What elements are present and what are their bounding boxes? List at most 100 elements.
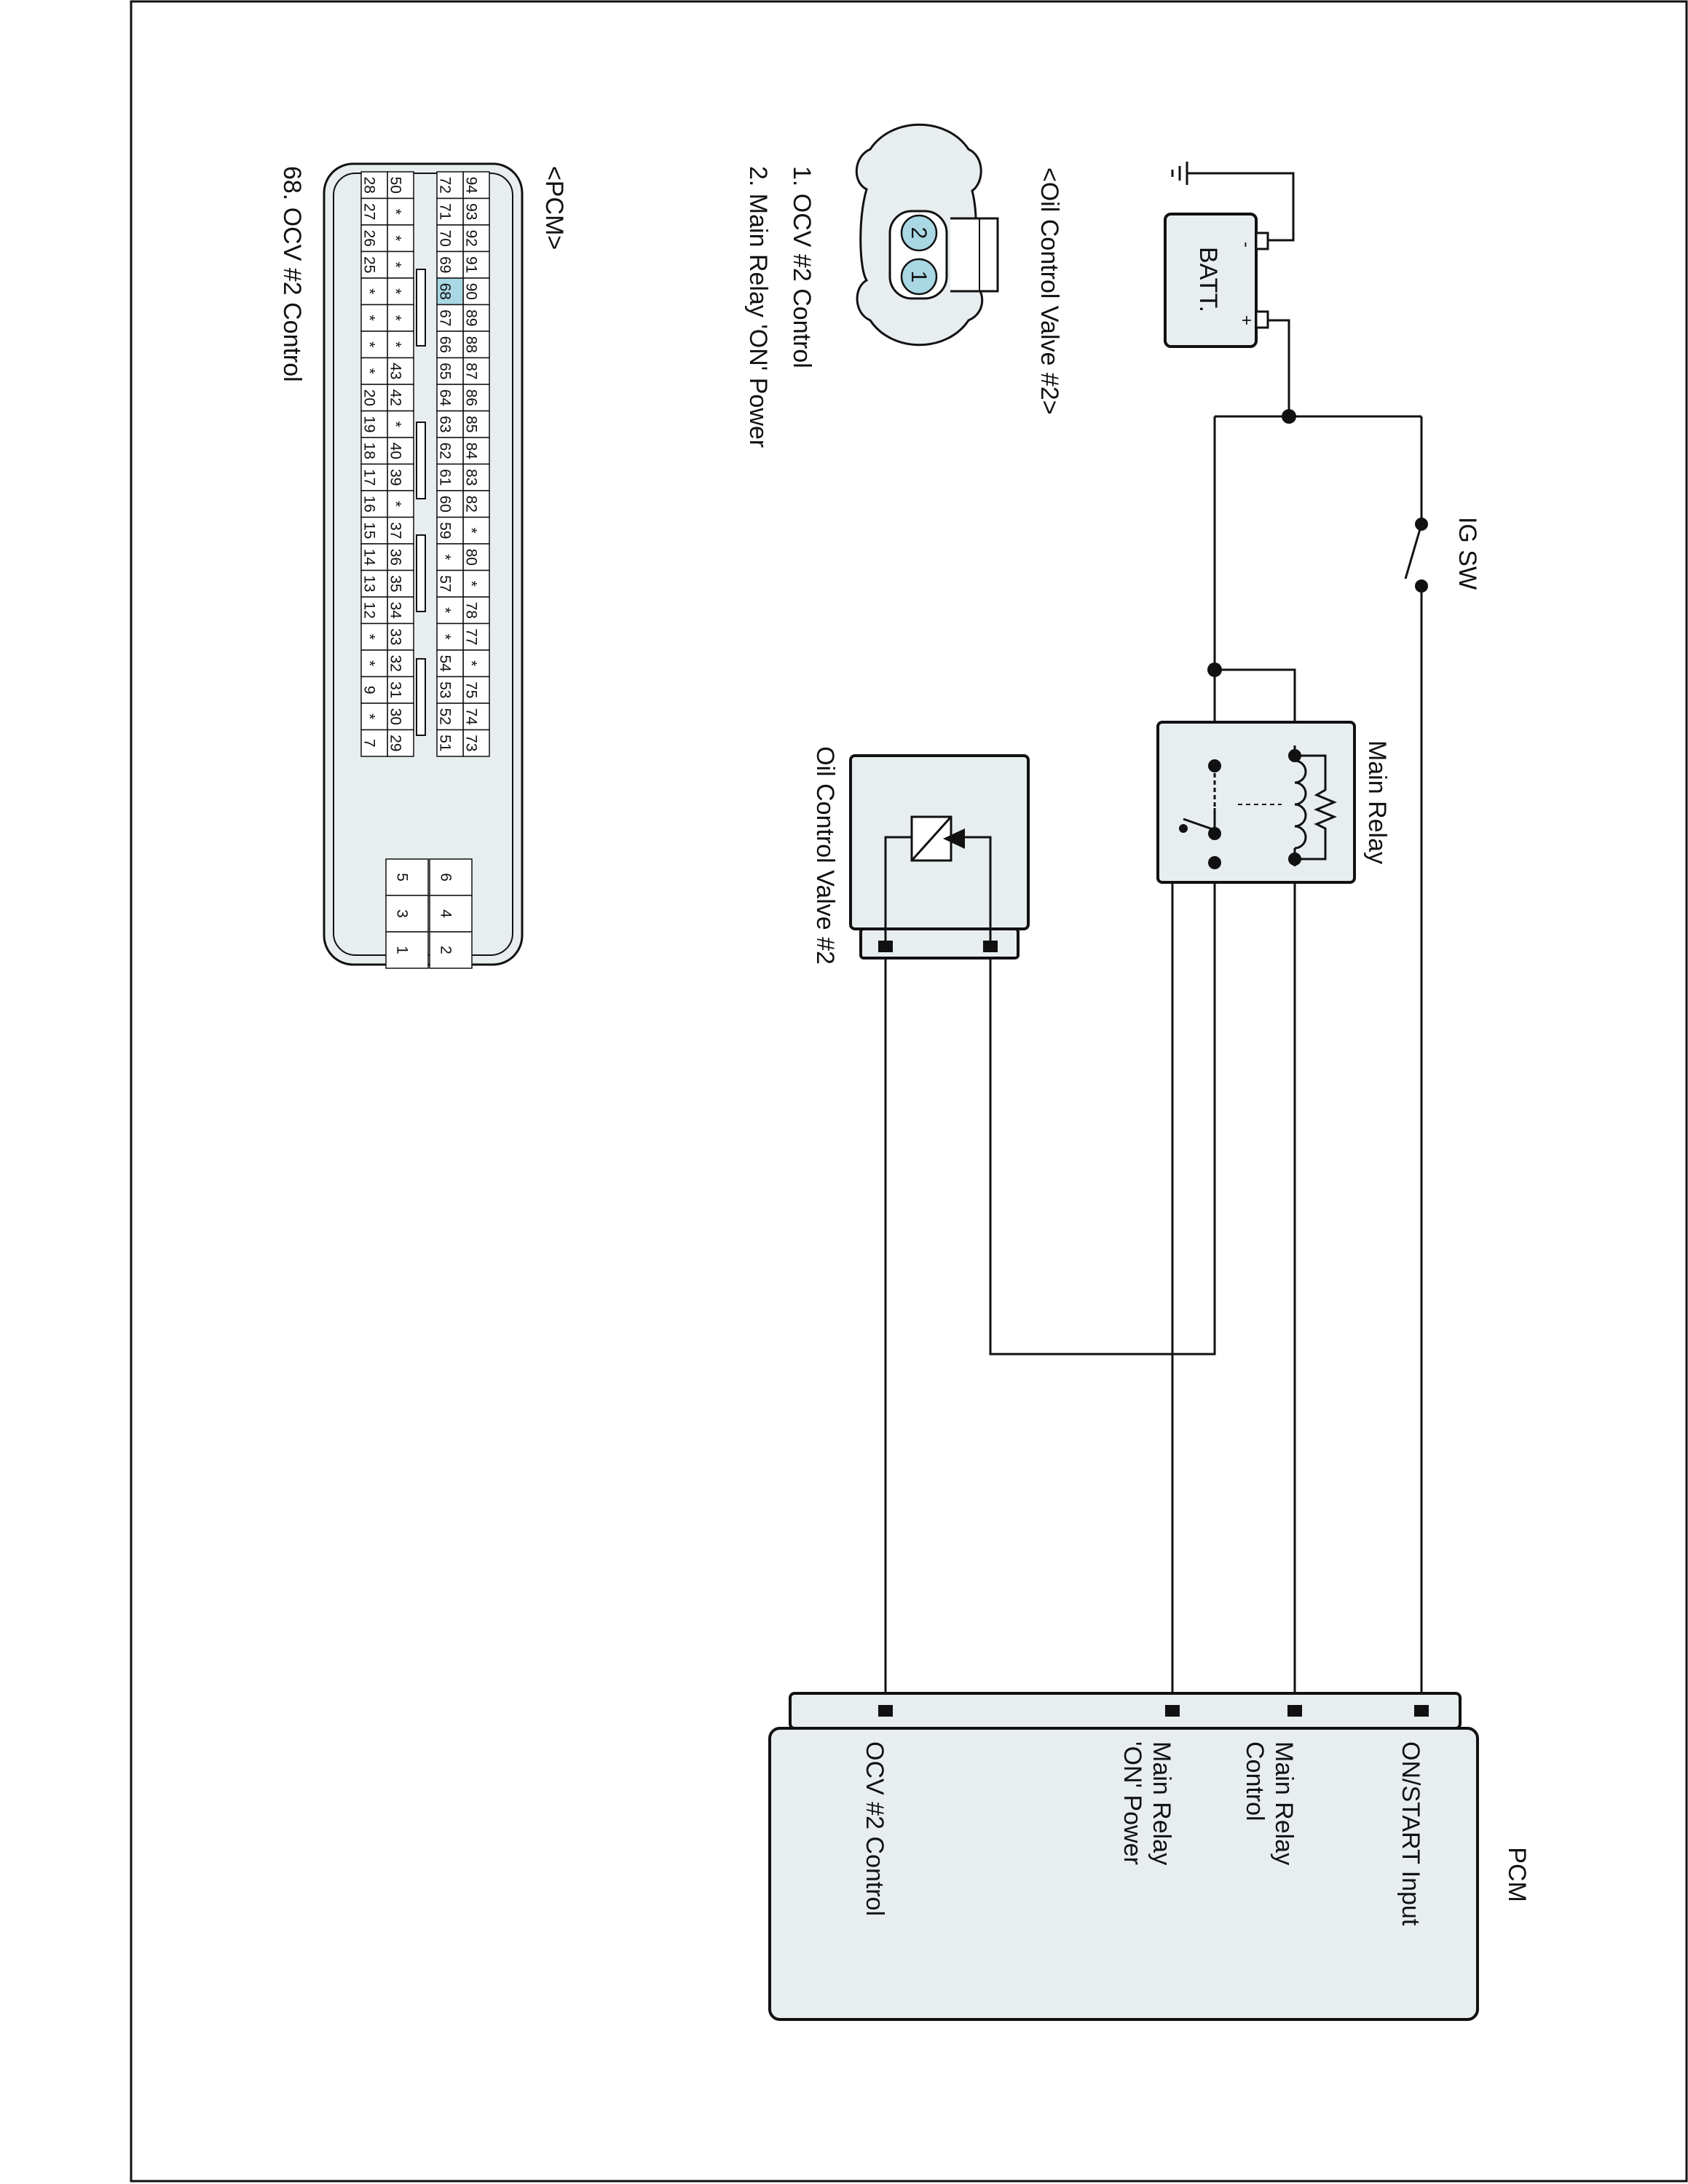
pcm-connector-cell <box>462 463 490 491</box>
battery-plus: + <box>1237 315 1256 325</box>
pcm-connector-cell <box>436 676 464 704</box>
pcm-connector-pin-number: * <box>463 528 480 534</box>
pcm-connector-cell <box>387 729 414 757</box>
pcm-connector-cell <box>462 622 490 651</box>
pcm-connector-cell <box>360 277 388 306</box>
pcm-connector-pin-number: 27 <box>361 203 378 220</box>
pcm-connector-pin-number: 51 <box>437 735 454 751</box>
pcm-connector-pin-number: 31 <box>387 681 404 698</box>
pcm-connector-pin-number: 65 <box>437 363 454 379</box>
pcm-connector-pin-number: 62 <box>437 443 454 459</box>
pcm-connector-pin-number: * <box>387 235 404 241</box>
pcm-connector-pin-number: 15 <box>361 522 378 539</box>
pcm-connector-pin-number: 14 <box>361 549 378 566</box>
pcm-connector-pin-number: 59 <box>437 522 454 539</box>
pcm-connector-cell <box>360 729 388 757</box>
pcm-connector-small-pin: 1 <box>394 946 411 954</box>
pcm-connector-pin-number: 80 <box>463 549 480 566</box>
pcm-connector-cell <box>360 250 388 279</box>
pcm-connector-pin-number: 70 <box>437 230 454 247</box>
wires <box>884 162 1423 1711</box>
battery: - + BATT. <box>1164 213 1269 348</box>
pcm-connector-cell <box>387 543 414 571</box>
pcm-connector-pin-number: 18 <box>361 443 378 459</box>
pcm-connector-pin-number: * <box>387 262 404 268</box>
pcm-connector-view: <PCM> 94939291908988878685848382*80*7877… <box>278 162 568 969</box>
pcm-connector-pin-number: * <box>361 634 378 640</box>
pcm-connector-pin-number: 66 <box>437 336 454 353</box>
pcm-connector-cell <box>387 649 414 678</box>
pcm-connector-pin-number: 72 <box>437 177 454 194</box>
pcm-connector-pin-number: 40 <box>387 443 404 459</box>
pcm-connector-cell <box>360 437 388 465</box>
pcm-connector-cell <box>436 543 464 571</box>
pcm-connector-cell <box>462 543 490 571</box>
pcm-connector-pin-number: 71 <box>437 203 454 220</box>
pcm-connector-pin-number: 91 <box>463 256 480 273</box>
pcm-connector-cell <box>462 224 490 253</box>
ig-switch-label: IG SW <box>1454 517 1481 590</box>
pcm-connector-pin-number: 53 <box>437 681 454 698</box>
pcm-connector-pin-number: * <box>361 368 378 374</box>
pcm-connector-pin-number: 85 <box>463 416 480 432</box>
pcm-connector-pin-number: * <box>387 288 404 294</box>
pcm-connector-cell <box>360 569 388 598</box>
pcm-connector-small-pin: 2 <box>438 946 454 954</box>
pcm-connector-cell <box>462 729 490 757</box>
pcm-connector-pin-number: 12 <box>361 602 378 619</box>
pcm-connector-cell <box>436 197 464 226</box>
page-border <box>130 0 1688 2183</box>
oil-control-valve: Oil Control Valve #2 <box>811 746 1030 965</box>
pcm-connector-pin-number: 89 <box>463 309 480 326</box>
pcm-connector-cell <box>360 224 388 253</box>
pcm-connector-title: <PCM> <box>540 166 568 250</box>
pcm-connector-cell <box>360 622 388 651</box>
pcm-connector-cell <box>360 171 388 199</box>
pcm-pin-marker <box>1414 1705 1429 1717</box>
pcm-connector-pin-number: 82 <box>463 496 480 513</box>
main-relay: Main Relay <box>1156 721 1391 884</box>
pcm-pin-marker <box>1287 1705 1302 1717</box>
pcm-connector-pin-number: * <box>361 660 378 666</box>
pcm-connector-pin-number: * <box>387 209 404 215</box>
pcm-connector-cell <box>387 224 414 253</box>
ocv-connector-view: <Oil Control Valve #2> 2 1 1. OCV #2 Con… <box>744 123 1063 448</box>
pcm-connector-cell <box>360 384 388 412</box>
pcm-connector-pin-number: 77 <box>463 628 480 645</box>
ocv-legend-2: 2. Main Relay 'ON' Power <box>744 166 772 448</box>
pcm-connector-cell <box>462 331 490 359</box>
pcm-connector-pin-number: 35 <box>387 575 404 592</box>
pcm-pin-label: OCV #2 Control <box>861 1741 888 1916</box>
pcm-connector-pin-number: 28 <box>361 177 378 194</box>
pcm-connector-pin-number: 69 <box>437 256 454 273</box>
pcm-connector-pin-number: 19 <box>361 416 378 432</box>
pcm-pin-marker <box>878 1705 893 1717</box>
pcm-connector-cell <box>462 250 490 279</box>
pcm-connector-pin-number: 63 <box>437 416 454 432</box>
pcm-label: PCM <box>1503 1847 1531 1902</box>
pcm-connector-pin-number: * <box>437 554 454 560</box>
pcm-connector-small-pin: 4 <box>438 909 454 918</box>
pcm-connector-pin-number: 30 <box>387 708 404 725</box>
pcm-connector-cell <box>360 331 388 359</box>
pcm-connector-cell <box>360 703 388 731</box>
pcm-connector-cell <box>360 357 388 385</box>
pcm-connector-cell <box>387 331 414 359</box>
pcm-connector-pin-number: 32 <box>387 655 404 672</box>
pcm-connector-cell <box>387 490 414 518</box>
pcm-connector-cell <box>462 384 490 412</box>
pcm-connector-pin-number: 61 <box>437 469 454 486</box>
pcm-connector-pin-number: 50 <box>387 177 404 194</box>
pcm-connector-cell <box>436 331 464 359</box>
battery-label: BATT. <box>1194 247 1222 312</box>
pcm-connector-pin-number: * <box>361 341 378 347</box>
pcm-pin-marker <box>1165 1705 1180 1717</box>
pcm-connector-pin-number: 64 <box>437 389 454 407</box>
pcm-connector-cell <box>360 649 388 678</box>
pcm-connector-pin-number: * <box>361 713 378 719</box>
pcm-connector-pin-number: * <box>361 288 378 294</box>
pcm-connector-pin-number: 74 <box>463 708 480 726</box>
pcm-connector-pin-number: 88 <box>463 336 480 353</box>
ig-switch: IG SW <box>1404 517 1481 593</box>
